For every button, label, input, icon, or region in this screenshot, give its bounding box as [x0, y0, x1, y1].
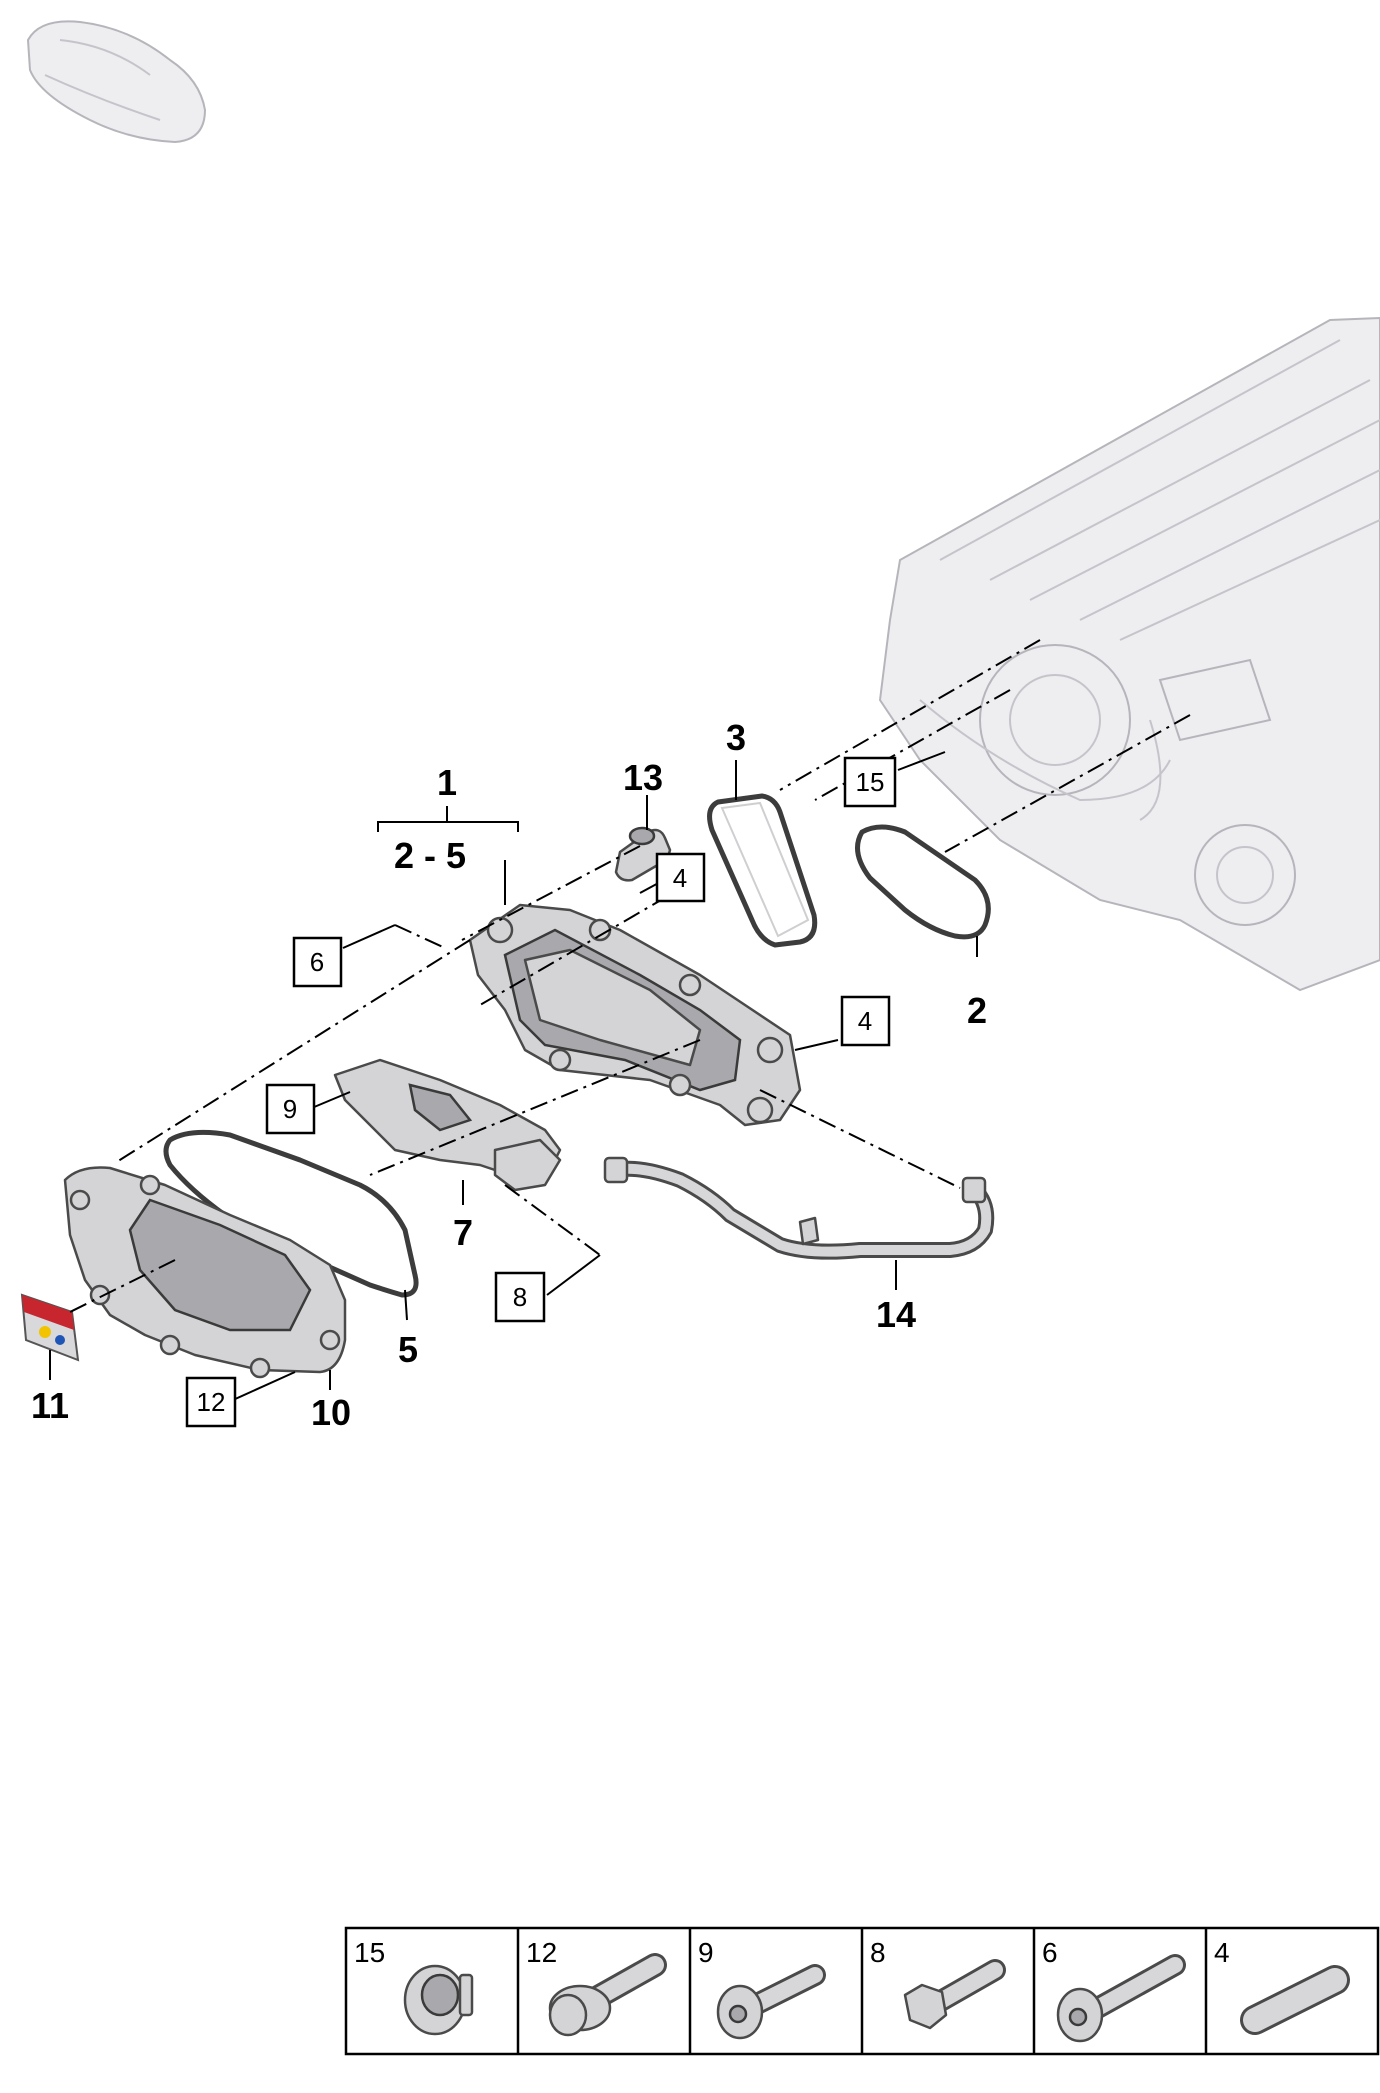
svg-text:4: 4 [858, 1006, 872, 1036]
boxed-ref-8: 8 [494, 1271, 546, 1323]
cover-assembly-1 [468, 903, 802, 1127]
transmission-housing-ghost [878, 316, 1380, 992]
svg-text:15: 15 [354, 1937, 385, 1968]
gasket-5 [163, 1129, 419, 1298]
boxed-ref-15: 15 [843, 756, 897, 808]
callout-1: 1 [437, 762, 457, 803]
baffle-7 [333, 1058, 562, 1192]
callout-2: 2 [967, 990, 987, 1031]
explosion-lines [69, 639, 1191, 1313]
boxed-ref-12: 12 [185, 1376, 237, 1428]
torx-bolt-long-icon [1056, 1954, 1186, 2043]
coolant-pipe-14 [603, 1156, 995, 1260]
hex-bolt-icon [903, 1959, 1006, 2030]
plug-icon [403, 1964, 474, 2036]
svg-text:9: 9 [283, 1094, 297, 1124]
gasket-3 [707, 793, 818, 948]
fastener-table: 15 12 9 [344, 1926, 1380, 2056]
flange-bolt-icon [548, 1953, 667, 2037]
svg-text:12: 12 [197, 1387, 226, 1417]
callout-2-5: 2 - 5 [394, 835, 466, 876]
svg-text:6: 6 [1042, 1937, 1058, 1968]
callout-14: 14 [876, 1294, 916, 1335]
svg-text:8: 8 [870, 1937, 886, 1968]
callout-13: 13 [623, 757, 663, 798]
boxed-ref-4-mid: 4 [840, 995, 891, 1047]
fastener-cell-15: 15 [354, 1937, 474, 2036]
vehicle-thumbnail [26, 20, 207, 144]
dowel-pin-icon [1240, 1965, 1350, 2035]
fastener-cell-8: 8 [870, 1937, 1006, 2030]
callout-5: 5 [398, 1329, 418, 1370]
svg-text:4: 4 [1214, 1937, 1230, 1968]
svg-text:15: 15 [856, 767, 885, 797]
callout-11: 11 [31, 1385, 69, 1426]
svg-text:4: 4 [673, 863, 687, 893]
warning-label-11 [20, 1293, 80, 1362]
svg-text:9: 9 [698, 1937, 714, 1968]
fastener-cell-12: 12 [526, 1937, 667, 2037]
callout-3: 3 [726, 717, 746, 758]
fastener-cell-6: 6 [1042, 1937, 1186, 2043]
boxed-ref-6: 6 [292, 936, 343, 988]
boxed-ref-4-top: 4 [655, 852, 706, 903]
boxed-refs: 4 15 6 4 9 8 12 [185, 756, 897, 1428]
cover-10 [63, 1166, 347, 1379]
callout-7: 7 [453, 1212, 473, 1253]
svg-text:8: 8 [513, 1282, 527, 1312]
gasket-2 [855, 824, 991, 940]
fastener-cell-4: 4 [1214, 1937, 1350, 2035]
callout-labels: 1 2 - 5 13 3 2 7 5 14 11 10 [31, 717, 987, 1433]
callout-10: 10 [311, 1392, 351, 1433]
svg-text:6: 6 [310, 947, 324, 977]
boxed-ref-9: 9 [265, 1083, 316, 1135]
fastener-cell-9: 9 [698, 1937, 826, 2040]
torx-bolt-icon [716, 1964, 826, 2040]
svg-text:12: 12 [526, 1937, 557, 1968]
